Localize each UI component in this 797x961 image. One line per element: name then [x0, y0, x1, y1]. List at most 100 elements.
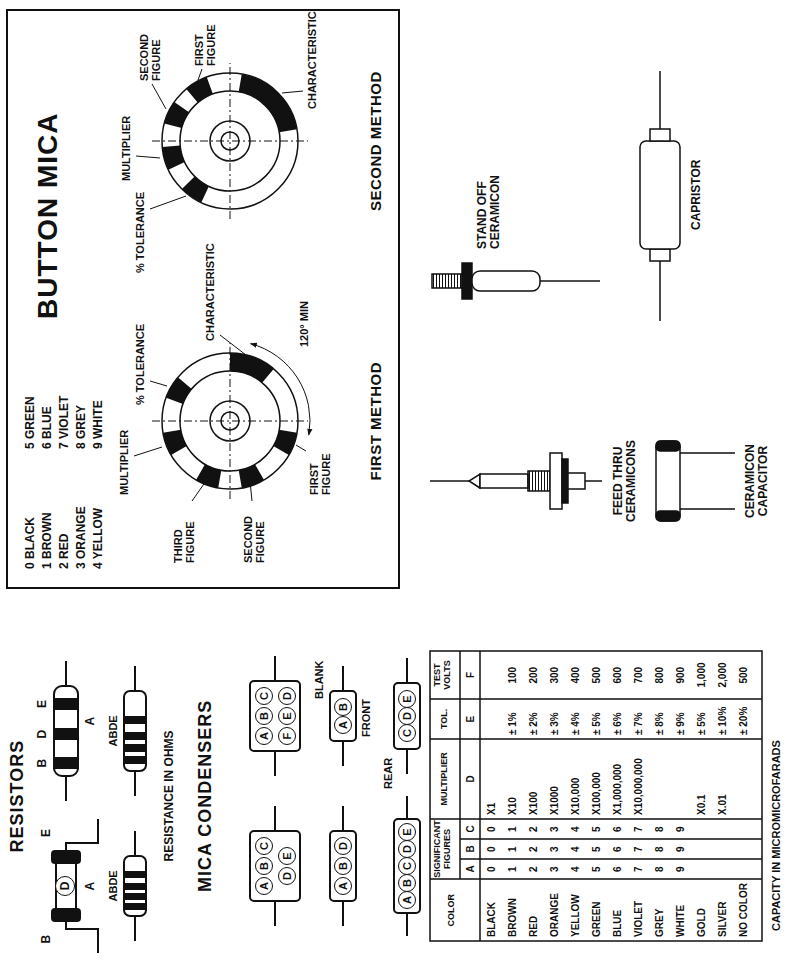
circle-letter: E [282, 712, 293, 719]
table-header: MULTIPLIER [440, 752, 450, 805]
table-cell: 200 [528, 667, 539, 684]
table-cell: 7 [633, 826, 644, 832]
table-cell: 9 [675, 866, 686, 872]
part-label: E [40, 829, 53, 837]
table-cell: 900 [675, 667, 686, 684]
table-cell: X10 [507, 797, 518, 815]
table-cell: 4 [570, 866, 581, 872]
table-cell: C [465, 825, 476, 832]
table-cell: E [465, 716, 476, 723]
table-cell: 8 [654, 866, 665, 872]
letter-circle: F [278, 727, 296, 745]
table-cell: BROWN [507, 898, 518, 937]
table-cell: 1,000 [696, 662, 707, 687]
letter-circle: E [278, 847, 296, 865]
circle-letter: D [402, 712, 413, 720]
circle-letter: B [259, 862, 270, 870]
circle-letter: D [59, 882, 71, 891]
callout-label: CHARACTERISTIC [306, 11, 318, 109]
table-cell: X100 [528, 792, 539, 815]
letter-circle: A [255, 727, 273, 745]
letter-circle: A [255, 877, 273, 895]
color-dot [182, 176, 209, 202]
callout-label: MULTIPLIER [120, 116, 132, 181]
circle-letter: E [402, 695, 413, 702]
part-label: 8 GREY [75, 405, 88, 449]
part-label: B [36, 759, 49, 768]
callout-label: MULTIPLIER [118, 430, 130, 495]
table-cell: ± 9% [675, 712, 686, 735]
circle-letter: B [338, 862, 349, 870]
method-caption: FIRST METHOD [368, 362, 385, 481]
table-cell: 1 [507, 866, 518, 872]
table-cell: ± 7% [633, 712, 644, 735]
circle-letter: B [338, 703, 349, 711]
color-dot [166, 377, 192, 404]
letter-circle: D [398, 840, 416, 858]
table-cell: ± 5% [591, 712, 602, 735]
resistor-symbol [52, 819, 98, 953]
letter-circle: D [334, 837, 352, 855]
part-label: B [40, 935, 53, 944]
resistor-symbol [124, 831, 146, 941]
table-cell: X1 [486, 803, 497, 815]
table-cell: ORANGE [549, 893, 560, 937]
table-cell: 4 [570, 846, 581, 852]
circle-letter: E [282, 852, 293, 859]
callout-label: % TOLERANCE [134, 192, 146, 273]
part-label: E [36, 700, 49, 708]
table-cell: X0.1 [696, 794, 707, 815]
letter-circle: A [334, 716, 352, 734]
letter-circle: B [398, 874, 416, 892]
table-cell: 2 [528, 846, 539, 852]
stand-off-ceramicon [432, 263, 600, 299]
table-cell: 8 [654, 846, 665, 852]
table-cell: X10,000,000 [633, 758, 644, 815]
part-label: 7 VIOLET [58, 396, 71, 449]
button-mica-disc [152, 63, 308, 499]
circle-letter: A [338, 721, 349, 729]
part-label: 4 YELLOW [92, 508, 105, 569]
table-cell: WHITE [675, 905, 686, 937]
color-dot [273, 430, 297, 455]
color-dot [164, 102, 189, 128]
part-label: 0 BLACK [24, 517, 37, 569]
table-cell: 6 [612, 846, 623, 852]
table-cell: 500 [591, 667, 602, 684]
table-cell: ± 20% [738, 707, 749, 735]
table-cell: 0 [486, 866, 497, 872]
circle-letter: A [259, 732, 270, 740]
resistor-symbol [54, 661, 78, 801]
table-cell: X10,000 [570, 778, 581, 815]
table-cell: ± 10% [717, 707, 728, 735]
table-cell: 7 [633, 866, 644, 872]
circle-letter: C [402, 862, 413, 870]
callout-label: REAR [382, 758, 394, 789]
table-cell: ± 4% [570, 712, 581, 735]
part-label: 2 RED [58, 534, 71, 569]
panel-title: BUTTON MICA [32, 113, 64, 319]
letter-circle: E [278, 707, 296, 725]
circle-letter: D [402, 845, 413, 853]
table-cell: 400 [570, 667, 581, 684]
circle-letter: E [402, 828, 413, 835]
part-label: CAPRISTOR [690, 160, 703, 230]
table-cell: X1,000,000 [612, 764, 623, 815]
circle-letter: C [259, 692, 270, 700]
table-cell: 100 [507, 667, 518, 684]
color-dots [162, 74, 297, 488]
color-dot [163, 430, 187, 455]
circle-letter: B [259, 712, 270, 720]
table-cell: A [465, 865, 476, 872]
mica-capacitor [250, 656, 420, 936]
callout-label: THIRD FIGURE [172, 505, 196, 563]
color-dot [162, 145, 184, 169]
circle-letter: C [259, 842, 270, 850]
color-dot [186, 77, 213, 103]
table-cell: X1000 [549, 786, 560, 815]
letter-circle: E [398, 690, 416, 708]
letter-circle: B [255, 857, 273, 875]
letter-circle: B [334, 857, 352, 875]
part-label: 1 BROWN [41, 512, 54, 569]
letter-circle: C [398, 857, 416, 875]
